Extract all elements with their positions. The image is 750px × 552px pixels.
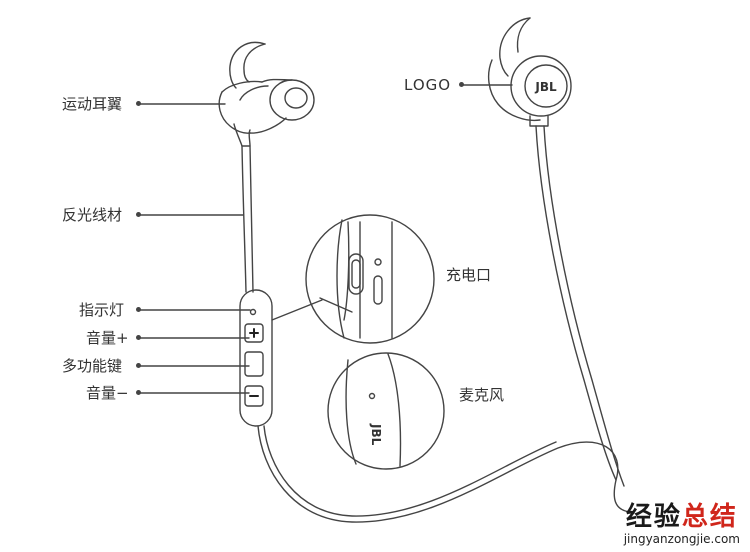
right-earbud [487,17,572,127]
ear-fin-dot [136,101,141,106]
label-indicator: 指示灯 [79,301,125,319]
logo-text: JBL [534,80,557,94]
left-cable [241,145,247,293]
remote-control [239,289,273,427]
cable-dot [136,212,141,217]
label-volume-up: 音量+ [86,329,129,347]
watermark-title: 经验总结 [625,502,738,532]
label-cable: 反光线材 [62,206,123,224]
charge-leader [271,299,323,321]
vol-up-dot [136,335,141,340]
label-volume-down: 音量− [86,384,129,402]
right-cable [535,125,617,481]
multi-dot [136,363,141,368]
label-multifunction: 多功能键 [62,357,123,375]
label-charge-port: 充电口 [446,266,492,284]
watermark: 经验总结 jingyanzongjie.com [624,502,740,546]
label-ear-fin: 运动耳翼 [62,95,123,113]
charge-port-zoom [305,214,435,344]
leader-lines [139,84,513,394]
logo-dot [459,82,464,87]
microphone-zoom [327,352,445,470]
watermark-url: jingyanzongjie.com [623,532,740,546]
left-earbud [218,41,315,147]
neck-cable [257,425,631,523]
label-logo: LOGO [404,76,452,94]
indicator-dot [136,307,141,312]
mic-brand-text: JBL [369,423,383,446]
vol-down-dot [136,390,141,395]
label-microphone: 麦克风 [459,386,505,404]
